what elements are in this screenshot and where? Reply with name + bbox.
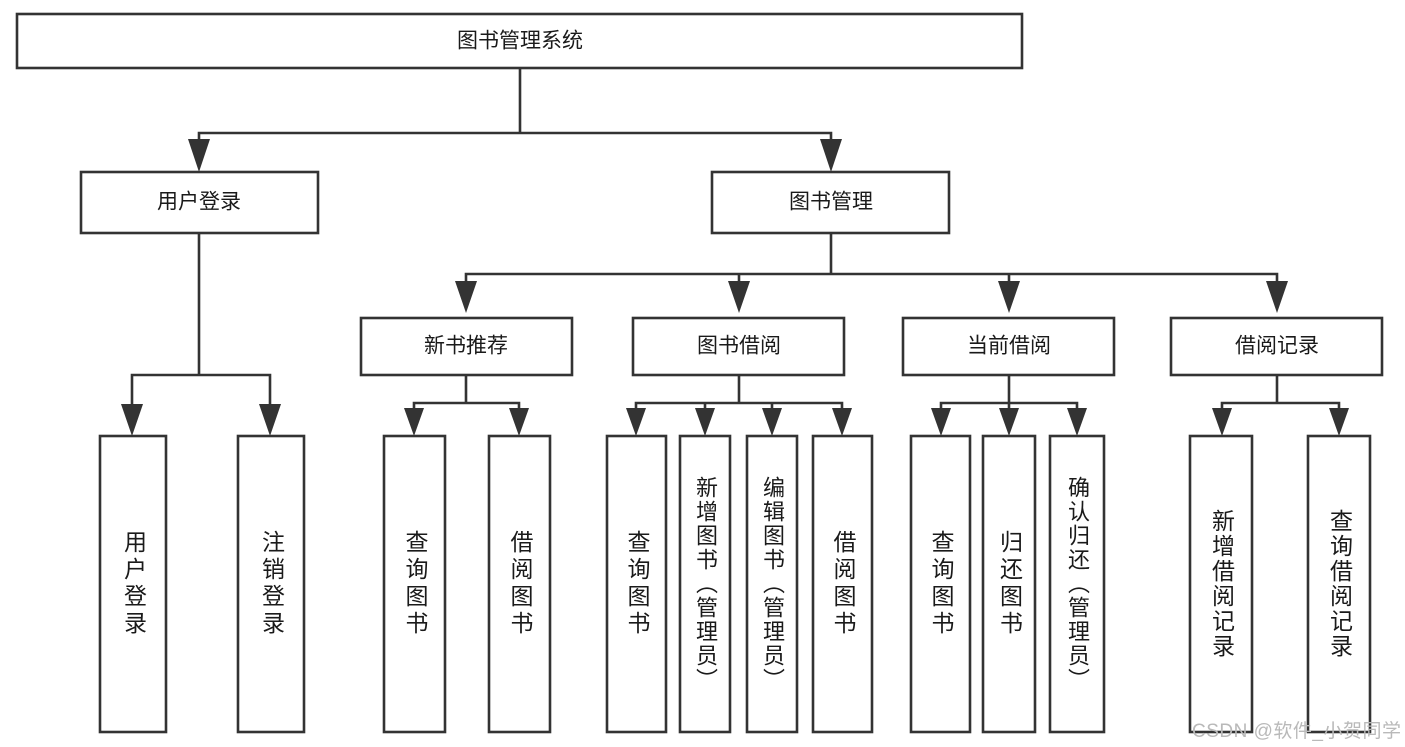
connector-bookborrow-bus bbox=[634, 373, 844, 426]
connector-newbook-bus bbox=[412, 373, 521, 426]
arrowhead-current-borrow bbox=[998, 281, 1020, 313]
node-box-leaf-return-book[interactable] bbox=[981, 434, 1037, 734]
node-box-leaf-edit-book[interactable] bbox=[745, 434, 799, 734]
connector-bookmanage-bus bbox=[464, 231, 1279, 305]
connector-root-bus bbox=[197, 66, 833, 162]
node-label-user-login: 用户登录 bbox=[157, 191, 241, 214]
arrowhead-book-manage bbox=[820, 139, 842, 172]
node-box-leaf-user-login[interactable] bbox=[98, 434, 168, 734]
arrowhead-book-borrow bbox=[728, 281, 750, 313]
node-label-root: 图书管理系统 bbox=[457, 30, 583, 53]
node-label-book-manage: 图书管理 bbox=[789, 191, 873, 214]
arrowhead-leaf-edit-book bbox=[762, 408, 782, 436]
arrowhead-leaf-query-book-1 bbox=[404, 408, 424, 436]
node-box-leaf-borrow-book-2[interactable] bbox=[811, 434, 874, 734]
arrowhead-leaf-add-record bbox=[1212, 408, 1232, 436]
arrowhead-leaf-confirm-return bbox=[1067, 408, 1087, 436]
node-box-leaf-query-book-1[interactable] bbox=[382, 434, 447, 734]
node-box-leaf-query-record[interactable] bbox=[1306, 434, 1372, 734]
connector-userlogin-bus bbox=[130, 231, 272, 406]
arrowhead-new-book-rec bbox=[455, 281, 477, 313]
node-box-book-borrow[interactable] bbox=[631, 316, 846, 377]
node-box-current-borrow[interactable] bbox=[901, 316, 1116, 377]
arrowhead-leaf-borrow-book-2 bbox=[832, 408, 852, 436]
node-box-leaf-add-record[interactable] bbox=[1188, 434, 1254, 734]
csdn-watermark: CSDN @软件_小贺同学 bbox=[1192, 721, 1402, 742]
node-box-borrow-record[interactable] bbox=[1169, 316, 1384, 377]
node-label-new-book-rec: 新书推荐 bbox=[424, 335, 508, 358]
horizontal-labels-layer: 图书管理系统 用户登录 图书管理 新书推荐 图书借阅 当前借阅 借阅记录 bbox=[157, 30, 1319, 358]
arrowhead-leaf-add-book bbox=[695, 408, 715, 436]
node-box-leaf-add-book[interactable] bbox=[678, 434, 732, 734]
arrowhead-leaf-query-book-3 bbox=[931, 408, 951, 436]
node-box-new-book-rec[interactable] bbox=[359, 316, 574, 377]
node-box-leaf-query-book-3[interactable] bbox=[909, 434, 972, 734]
arrowhead-leaf-user-login bbox=[121, 404, 143, 436]
arrowhead-leaf-return-book bbox=[999, 408, 1019, 436]
node-box-leaf-query-book-2[interactable] bbox=[605, 434, 668, 734]
node-box-leaf-logout[interactable] bbox=[236, 434, 306, 734]
node-box-book-manage[interactable] bbox=[710, 170, 951, 235]
arrowhead-user-login bbox=[188, 139, 210, 172]
node-label-current-borrow: 当前借阅 bbox=[967, 335, 1051, 358]
node-label-borrow-record: 借阅记录 bbox=[1235, 335, 1319, 358]
node-box-user-login[interactable] bbox=[79, 170, 320, 235]
nodes-layer bbox=[15, 12, 1384, 734]
node-box-leaf-borrow-book-1[interactable] bbox=[487, 434, 552, 734]
arrowhead-leaf-query-record bbox=[1329, 408, 1349, 436]
connector-borrowrecord-bus bbox=[1220, 373, 1341, 426]
node-label-book-borrow: 图书借阅 bbox=[697, 335, 781, 358]
arrowhead-leaf-borrow-book-1 bbox=[509, 408, 529, 436]
node-box-leaf-confirm-return[interactable] bbox=[1048, 434, 1106, 734]
arrowhead-leaf-logout bbox=[259, 404, 281, 436]
arrowhead-borrow-record bbox=[1266, 281, 1288, 313]
node-box-root[interactable] bbox=[15, 12, 1024, 70]
arrowheads-layer bbox=[121, 139, 1349, 436]
arrowhead-leaf-query-book-2 bbox=[626, 408, 646, 436]
